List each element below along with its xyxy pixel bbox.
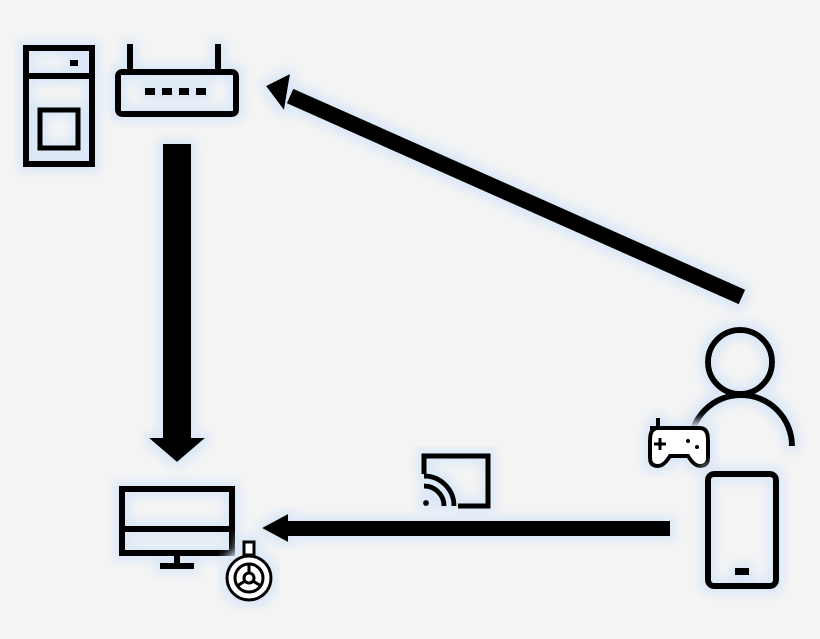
user-icon: [687, 327, 795, 447]
router-icon: [115, 44, 239, 117]
chromecast-dongle-icon: [225, 540, 273, 602]
cast-icon: [421, 453, 491, 509]
monitor-icon: [119, 486, 235, 569]
arrow-user-to-router: [266, 74, 746, 305]
server-tower-icon: [23, 45, 95, 167]
arrow-router-to-monitor: [149, 144, 205, 462]
arrow-phone-to-monitor: [262, 514, 670, 542]
smartphone-icon: [705, 471, 779, 589]
gamepad-icon: [648, 418, 710, 469]
